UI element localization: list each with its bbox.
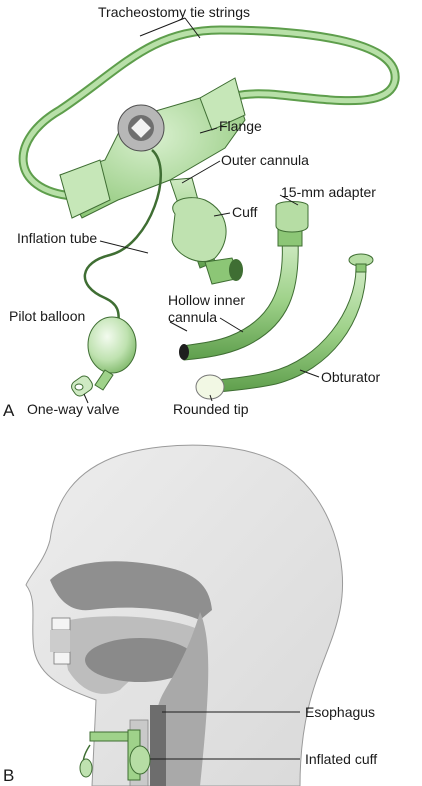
- label-hollow-inner-line1: Hollow inner: [168, 292, 245, 308]
- label-inflated-cuff: Inflated cuff: [305, 751, 377, 767]
- tie-strings: [18, 25, 400, 201]
- label-flange: Flange: [219, 118, 262, 134]
- trach-in-neck: [79, 729, 151, 781]
- label-inflation-tube: Inflation tube: [17, 230, 97, 246]
- label-pilot-balloon: Pilot balloon: [9, 308, 85, 324]
- flange: [59, 77, 246, 219]
- panel-letter-a: A: [3, 401, 15, 420]
- head-silhouette: [25, 444, 344, 786]
- pharynx: [155, 612, 209, 786]
- adapter-15mm: [275, 201, 309, 233]
- one-way-valve: [71, 375, 93, 397]
- panel-a: Tracheostomy tie strings Flange Outer ca…: [3, 4, 400, 420]
- nasal-cavity: [50, 561, 212, 620]
- label-rounded-tip: Rounded tip: [173, 401, 249, 417]
- label-15mm-adapter: 15-mm adapter: [281, 184, 376, 200]
- esophagus: [150, 705, 166, 786]
- label-obturator: Obturator: [321, 369, 380, 385]
- panel-letter-b: B: [3, 766, 14, 785]
- label-one-way-valve: One-way valve: [27, 401, 120, 417]
- label-tie-strings: Tracheostomy tie strings: [98, 4, 250, 20]
- label-cuff: Cuff: [232, 204, 258, 220]
- label-hollow-inner-line2: cannula: [168, 309, 217, 325]
- outer-cannula: [169, 177, 243, 285]
- connector-knob: [117, 104, 165, 152]
- tongue: [85, 638, 195, 682]
- rounded-tip: [195, 374, 225, 400]
- pilot-balloon: [87, 316, 137, 391]
- inflated-cuff-shape: [129, 745, 151, 775]
- label-outer-cannula: Outer cannula: [221, 152, 309, 168]
- teeth: [50, 617, 71, 665]
- inflation-tube: [83, 149, 162, 326]
- panel-b: Esophagus Inflated cuff B: [3, 444, 377, 786]
- leader-lines: [83, 17, 320, 404]
- label-esophagus: Esophagus: [305, 704, 375, 720]
- inner-cannula: [179, 201, 309, 361]
